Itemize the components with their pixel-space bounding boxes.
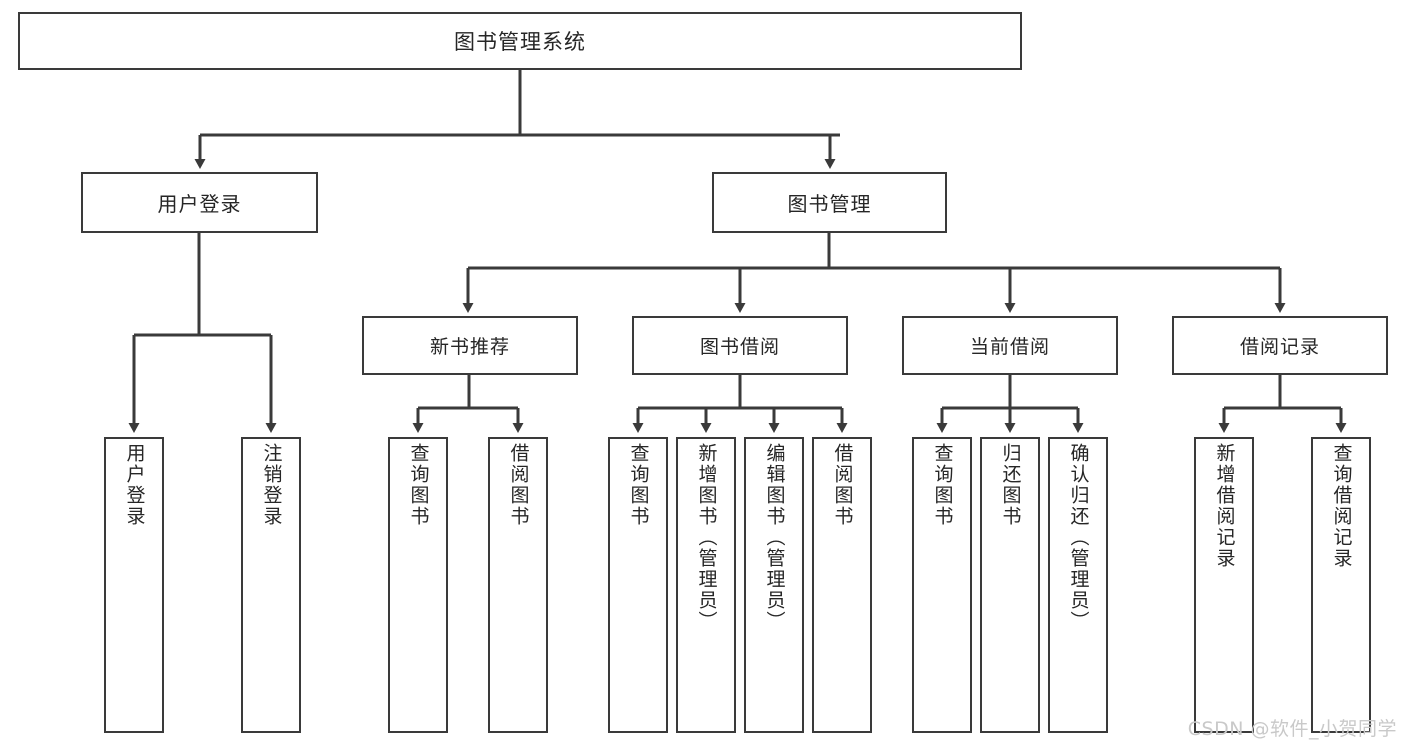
node-leaf-query-book-recommend[interactable]: 查询图书 [388,437,448,733]
node-label: 借阅图书 [507,443,530,527]
node-label: 用户登录 [157,192,242,216]
node-leaf-query-book-current[interactable]: 查询图书 [912,437,972,733]
node-leaf-logout[interactable]: 注销登录 [241,437,301,733]
node-label: 借阅记录 [1239,336,1320,358]
node-label: 查询图书 [931,443,954,527]
node-book-management[interactable]: 图书管理 [712,172,947,233]
node-root-book-management-system[interactable]: 图书管理系统 [18,12,1022,70]
node-leaf-query-book-borrow[interactable]: 查询图书 [608,437,668,733]
node-book-borrow[interactable]: 图书借阅 [632,316,848,375]
node-leaf-borrow-book-recommend[interactable]: 借阅图书 [488,437,548,733]
node-label: 确认归还（管理员） [1067,443,1090,632]
node-label: 查询图书 [407,443,430,527]
node-label: 归还图书 [999,443,1022,527]
node-leaf-add-book-admin[interactable]: 新增图书（管理员） [676,437,736,733]
node-label: 当前借阅 [969,336,1050,358]
node-label: 新增借阅记录 [1213,443,1236,569]
node-user-login[interactable]: 用户登录 [81,172,318,233]
node-label: 新书推荐 [429,336,510,358]
node-leaf-add-borrow-record[interactable]: 新增借阅记录 [1194,437,1254,733]
node-label: 新增图书（管理员） [695,443,718,632]
node-leaf-edit-book-admin[interactable]: 编辑图书（管理员） [744,437,804,733]
node-label: 查询图书 [627,443,650,527]
node-label: 注销登录 [260,443,283,527]
node-label: 图书管理系统 [454,30,586,54]
node-label: 图书管理 [787,192,872,216]
node-label: 编辑图书（管理员） [763,443,786,632]
node-leaf-user-login[interactable]: 用户登录 [104,437,164,733]
node-leaf-confirm-return-admin[interactable]: 确认归还（管理员） [1048,437,1108,733]
node-borrow-record[interactable]: 借阅记录 [1172,316,1388,375]
node-leaf-return-book[interactable]: 归还图书 [980,437,1040,733]
node-leaf-query-borrow-record[interactable]: 查询借阅记录 [1311,437,1371,733]
watermark-text: CSDN @软件_小贺同学 [1187,718,1397,740]
node-label: 图书借阅 [699,336,780,358]
node-label: 查询借阅记录 [1330,443,1353,569]
node-label: 用户登录 [123,443,146,527]
node-leaf-borrow-book[interactable]: 借阅图书 [812,437,872,733]
node-new-book-recommend[interactable]: 新书推荐 [362,316,578,375]
node-current-borrow[interactable]: 当前借阅 [902,316,1118,375]
node-label: 借阅图书 [831,443,854,527]
